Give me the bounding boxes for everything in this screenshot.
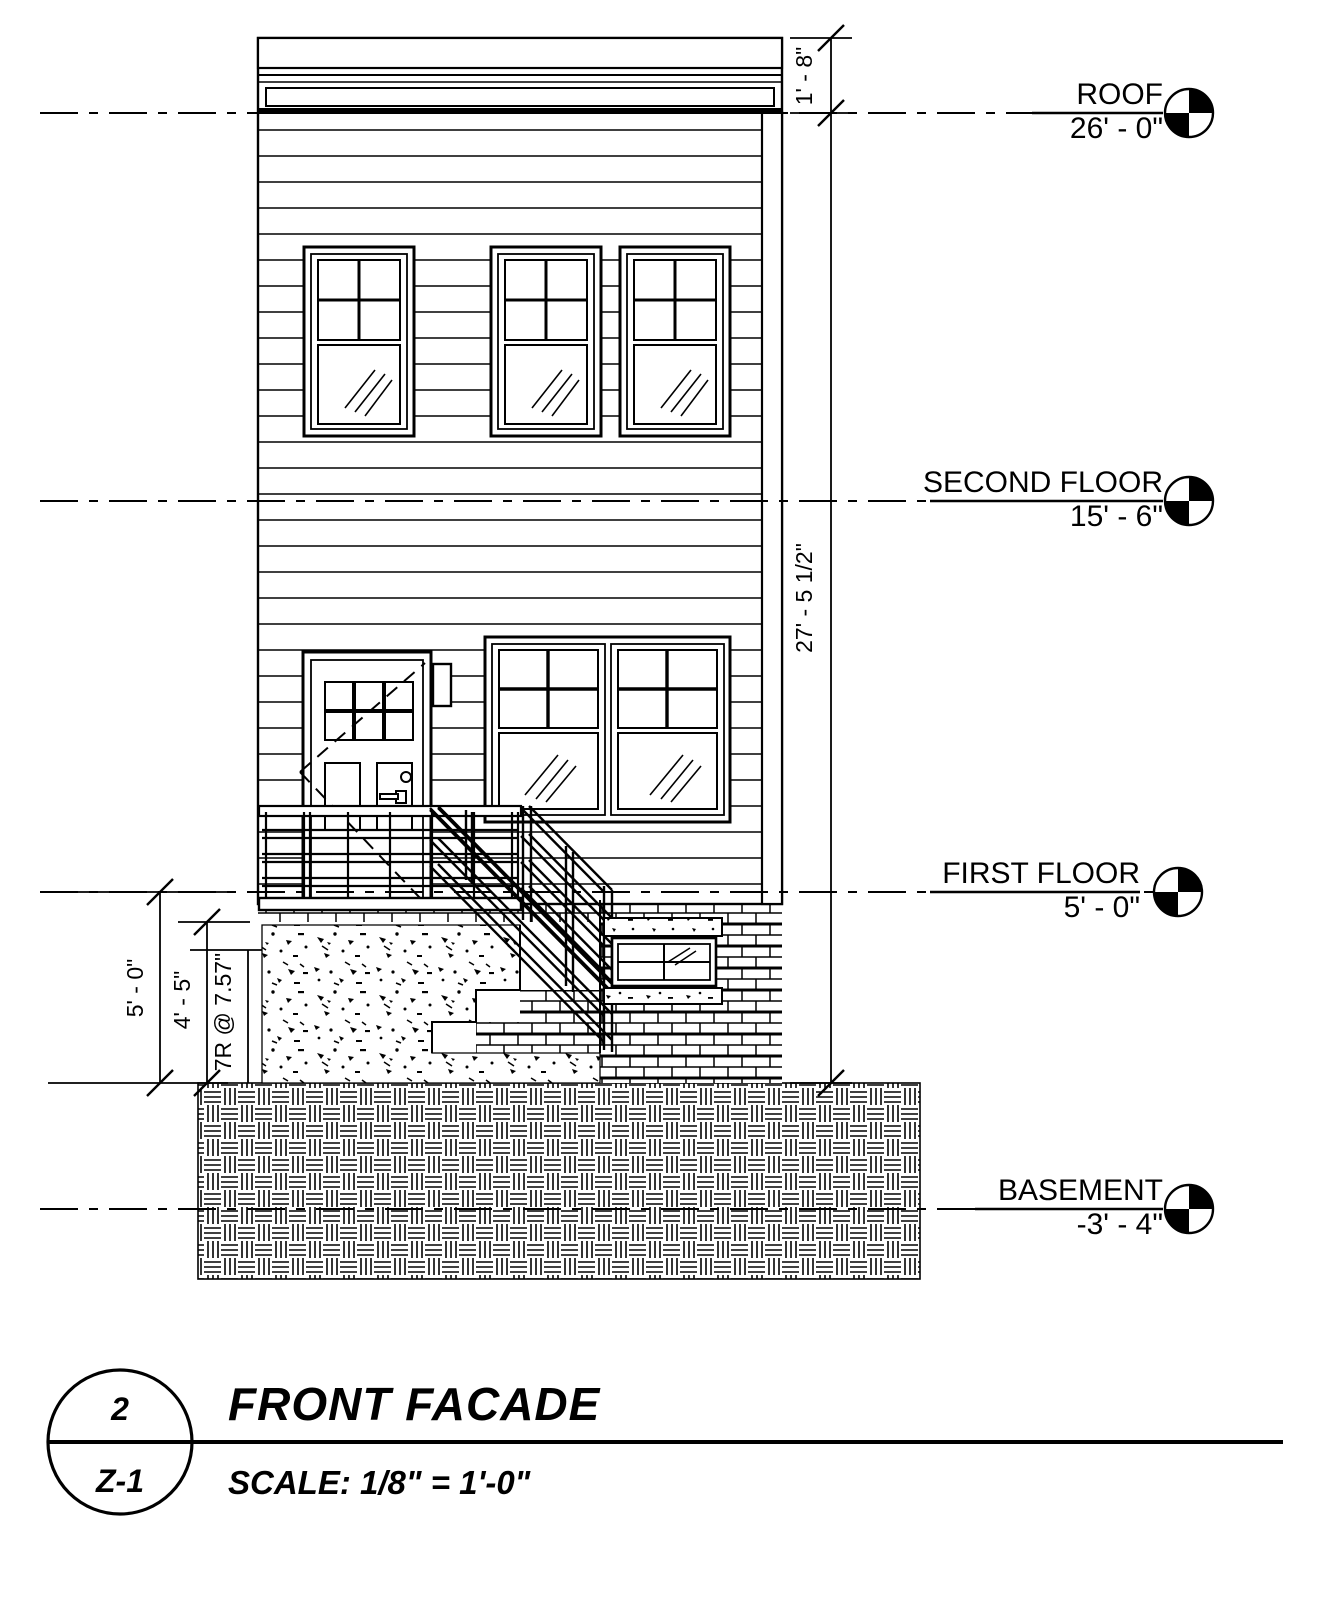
level-elevation-second-floor: 15' - 6": [1070, 500, 1163, 533]
level-marker-icon: [1163, 475, 1215, 527]
first-floor-windows: [483, 635, 732, 824]
level-tag-second-floor: SECOND FLOOR 15' - 6": [923, 466, 1215, 533]
level-tag-basement: BASEMENT -3' - 4": [975, 1174, 1215, 1241]
level-tag-first-floor: FIRST FLOOR 5' - 0": [930, 857, 1204, 924]
level-name-first-floor: FIRST FLOOR: [942, 857, 1140, 890]
window-first-2: [610, 643, 725, 816]
dimension-parapet: 1' - 8": [791, 47, 817, 106]
detail-number: 2: [110, 1391, 129, 1427]
second-floor-windows: [302, 245, 732, 438]
level-marker-icon: [1152, 866, 1204, 918]
level-marker-icon: [1163, 87, 1215, 139]
earth-hatch-region: [197, 1082, 921, 1280]
glass-reflection-icon: [344, 369, 393, 417]
level-tag-roof: ROOF 26' - 0": [1032, 78, 1215, 145]
door-handle-icon: [379, 771, 412, 804]
glass-reflection-icon: [660, 369, 709, 417]
glass-reflection-icon: [524, 754, 577, 803]
corner-trim-board: [760, 110, 784, 906]
level-elevation-first-floor: 5' - 0": [1064, 891, 1140, 924]
left-dimension-strings: 5' - 0" 4' - 5" 7R @ 7.57": [48, 878, 262, 1097]
porch-railing: [257, 804, 523, 912]
window-first-1: [491, 643, 606, 816]
exterior-light-fixture-icon: [431, 662, 453, 708]
dimension-overall-height: 27' - 5 1/2": [791, 543, 817, 653]
door-lite-grid: [324, 681, 414, 741]
glass-reflection-icon: [531, 369, 580, 417]
dimension-stair-risers: 7R @ 7.57": [210, 953, 236, 1071]
level-marker-icon: [1163, 1183, 1215, 1235]
entry-stair-steps: [431, 900, 601, 1053]
dimension-stair-rise-total: 4' - 5": [169, 971, 195, 1030]
roof-cornice: [256, 36, 784, 114]
door-swing-indicator: [299, 662, 426, 773]
basement-window: [603, 917, 723, 1005]
level-name-roof: ROOF: [1076, 78, 1163, 111]
title-block: 2 Z-1 FRONT FACADE SCALE: 1/8" = 1'-0": [46, 1368, 1283, 1516]
drawing-scale: SCALE: 1/8" = 1'-0": [228, 1464, 531, 1501]
window-second-2: [489, 245, 603, 438]
sheet-number: Z-1: [95, 1463, 144, 1499]
window-second-1: [302, 245, 416, 438]
level-name-basement: BASEMENT: [998, 1174, 1163, 1207]
level-name-second-floor: SECOND FLOOR: [923, 466, 1163, 499]
drawing-title: FRONT FACADE: [228, 1378, 601, 1430]
level-elevation-basement: -3' - 4": [1077, 1208, 1163, 1241]
glass-reflection-icon: [649, 754, 702, 803]
glass-reflection-icon: [667, 947, 697, 966]
entry-door: [299, 650, 433, 904]
dimension-first-floor-height: 5' - 0": [122, 959, 148, 1018]
right-dimension-string: 1' - 8" 27' - 5 1/2": [790, 24, 852, 1097]
window-second-3: [618, 245, 732, 438]
level-elevation-roof: 26' - 0": [1070, 112, 1163, 145]
